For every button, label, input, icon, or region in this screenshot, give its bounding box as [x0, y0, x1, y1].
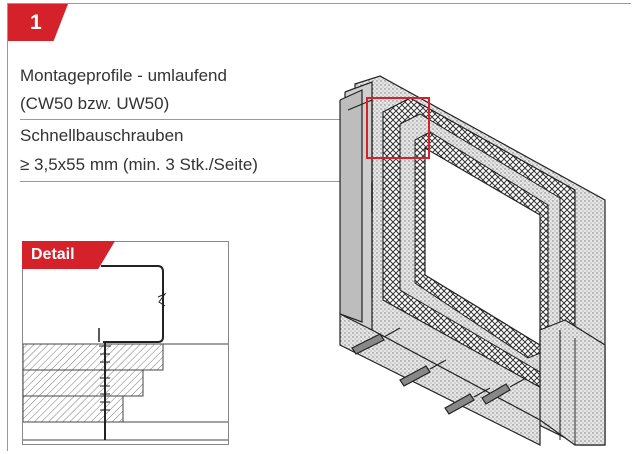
screw-icon — [444, 387, 491, 415]
screw-title: Schnellbauschrauben — [20, 126, 184, 145]
detail-inset — [22, 241, 229, 445]
profile-title: Montageprofile - umlaufend — [20, 66, 227, 85]
wall-board-layers — [339, 81, 373, 331]
instruction-frame — [7, 3, 631, 451]
detail-highlight-box — [366, 97, 430, 159]
screw-icons — [351, 327, 527, 415]
detail-label: Detail — [31, 246, 75, 263]
screw-icon — [399, 359, 447, 387]
board-layer — [23, 343, 164, 371]
wall-board-bottom — [339, 313, 541, 446]
opening-frame — [382, 97, 576, 391]
screw-icon — [351, 327, 401, 355]
wall-board-front-right — [539, 319, 606, 446]
screw-icon — [481, 377, 527, 405]
profile-leader-line — [20, 119, 366, 120]
screw-leader-line — [20, 181, 372, 182]
board-layer — [23, 369, 144, 397]
step-number: 1 — [30, 11, 42, 34]
profile-subtitle: (CW50 bzw. UW50) — [20, 94, 170, 113]
detail-drawing — [23, 265, 228, 441]
detail-badge: Detail — [22, 241, 115, 269]
cw-profile-outline — [101, 265, 164, 343]
board-layer — [23, 395, 124, 423]
screw-subtitle: ≥ 3,5x55 mm (min. 3 Stk./Seite) — [20, 155, 258, 174]
